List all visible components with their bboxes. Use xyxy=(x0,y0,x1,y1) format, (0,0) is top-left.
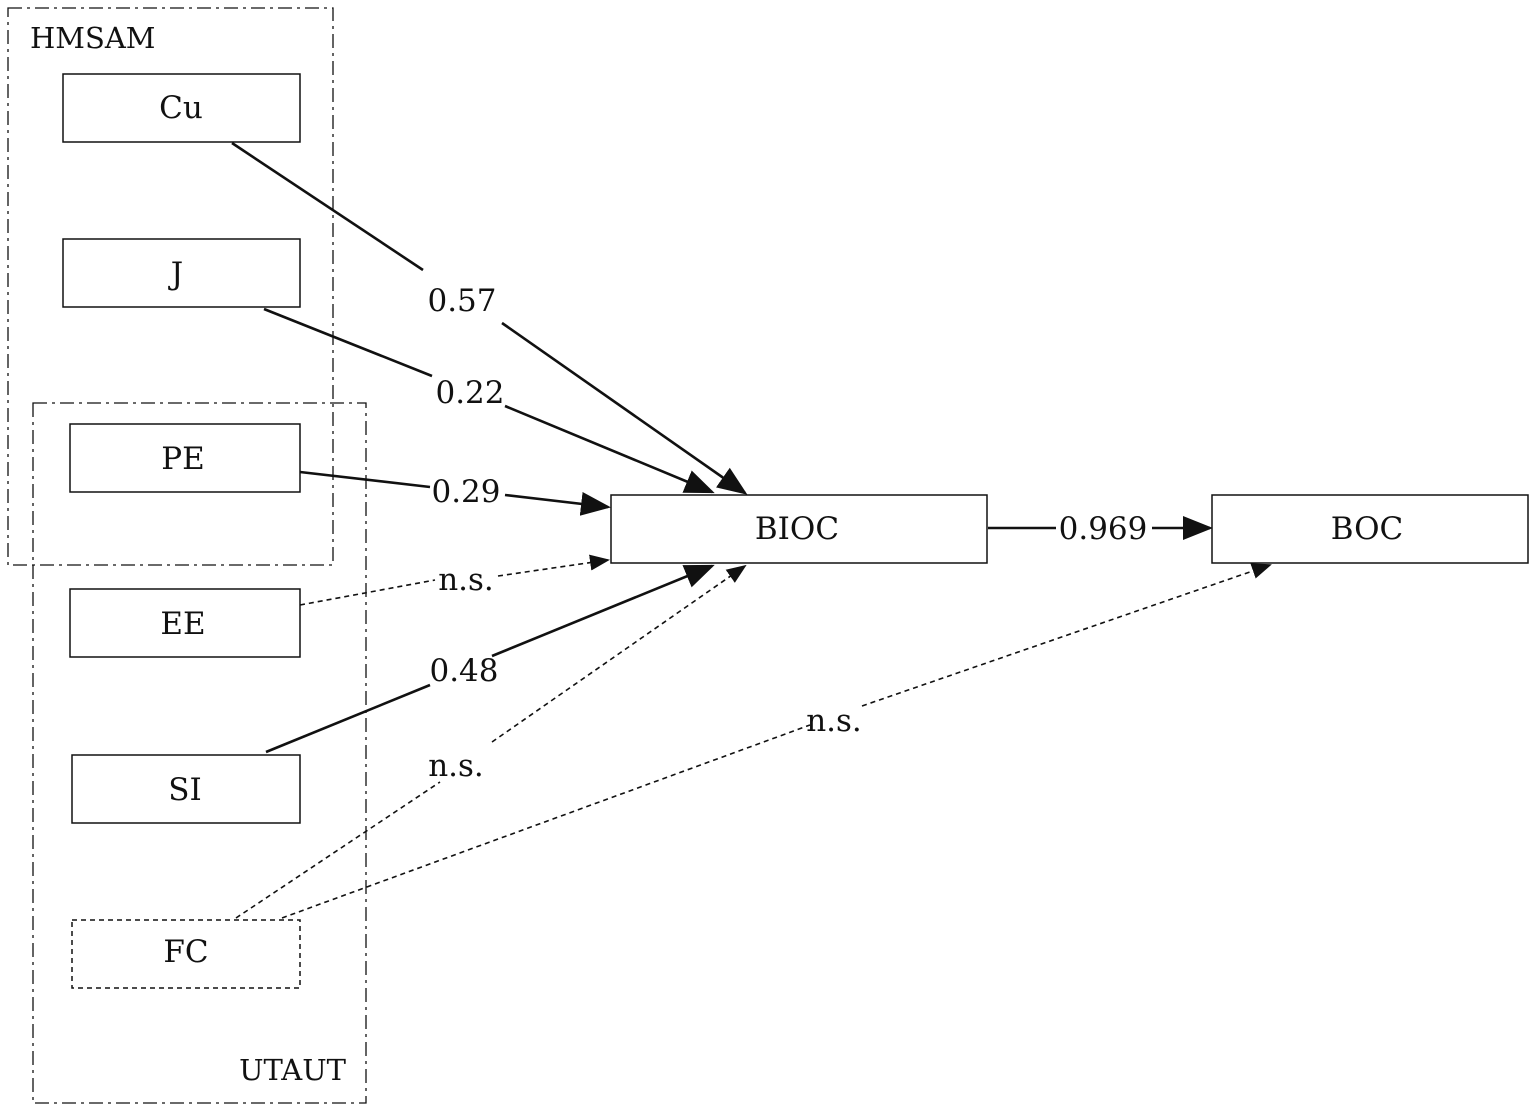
node-j-label: J xyxy=(168,256,183,292)
path-fc-boc: n.s. xyxy=(281,563,1272,919)
group-hmsam-label: HMSAM xyxy=(30,21,156,55)
path-cu-bioc-label: 0.57 xyxy=(427,283,496,319)
path-cu-bioc: 0.57 xyxy=(231,141,748,495)
node-j: J xyxy=(62,238,301,308)
node-boc-label: BOC xyxy=(1331,511,1404,547)
node-pe-label: PE xyxy=(161,441,205,477)
node-fc: FC xyxy=(71,919,301,989)
path-bioc-boc-label: 0.969 xyxy=(1059,511,1148,547)
node-si-label: SI xyxy=(168,772,201,808)
path-j-bioc: 0.22 xyxy=(263,307,715,494)
path-pe-bioc-label: 0.29 xyxy=(431,474,500,510)
group-utaut-label: UTAUT xyxy=(239,1053,347,1087)
path-ee-bioc: n.s. xyxy=(299,554,610,606)
node-pe: PE xyxy=(69,423,301,493)
path-ee-bioc-label: n.s. xyxy=(438,562,494,598)
node-boc: BOC xyxy=(1211,494,1529,564)
node-ee: EE xyxy=(69,588,301,658)
node-cu-label: Cu xyxy=(159,90,203,126)
node-bioc: BIOC xyxy=(610,494,988,564)
node-si: SI xyxy=(71,754,301,824)
path-fc-bioc: n.s. xyxy=(235,564,747,919)
path-fc-boc-label: n.s. xyxy=(806,703,862,739)
path-pe-bioc: 0.29 xyxy=(299,470,611,516)
path-bioc-boc: 0.969 xyxy=(988,511,1213,547)
path-fc-bioc-label: n.s. xyxy=(428,748,484,784)
group-utaut: UTAUT xyxy=(32,402,367,1104)
node-fc-label: FC xyxy=(163,934,208,970)
path-si-bioc: 0.48 xyxy=(265,564,715,754)
group-hmsam: HMSAM xyxy=(7,7,334,566)
node-bioc-label: BIOC xyxy=(755,511,839,547)
node-cu: Cu xyxy=(62,73,301,143)
path-si-bioc-label: 0.48 xyxy=(429,653,498,689)
node-ee-label: EE xyxy=(160,606,205,642)
path-j-bioc-label: 0.22 xyxy=(435,375,504,411)
